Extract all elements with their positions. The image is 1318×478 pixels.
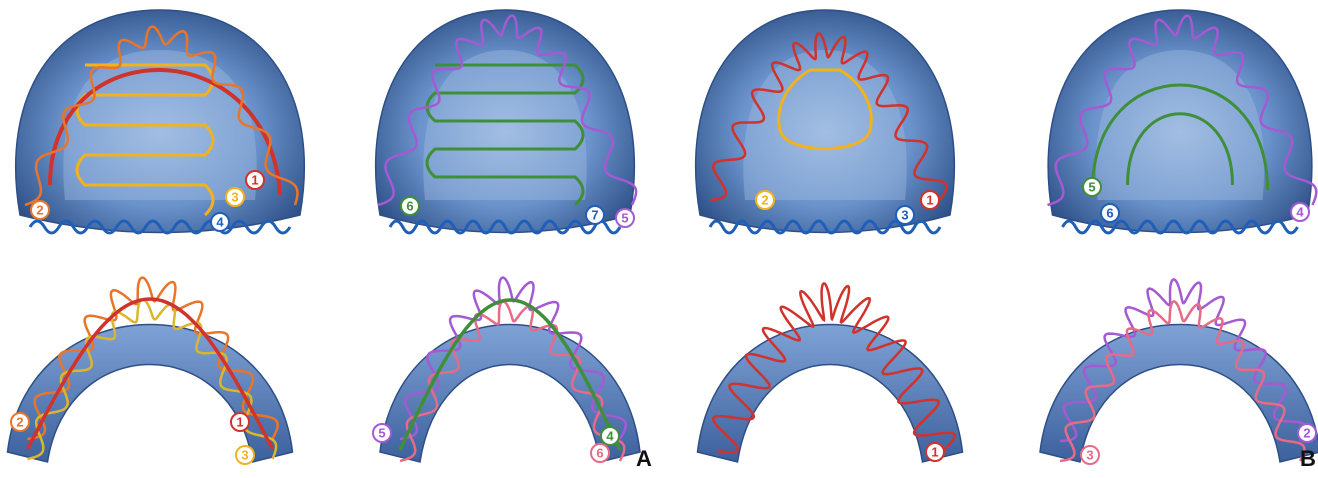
step-badge-number: 3 [901, 208, 908, 223]
panel-B-lower-1: 1 [698, 284, 963, 463]
panel-A-upper-1: 1 2 34 [16, 10, 305, 233]
step-badge: 3 [1081, 446, 1099, 464]
step-badge-number: 3 [241, 448, 248, 463]
step-badge-number: 5 [621, 211, 628, 226]
step-badge: 2 [756, 191, 774, 209]
step-badge-number: 2 [16, 415, 23, 430]
step-badge-number: 3 [231, 190, 238, 205]
step-badge: 5 [1083, 178, 1101, 196]
panel-label-a: A [636, 446, 652, 472]
panel-A-lower-1: 1 2 3 [8, 278, 293, 464]
step-badge-number: 5 [378, 426, 385, 441]
step-badge: 4 [1291, 203, 1309, 221]
panel-A-lower-2: 4 5 6 [373, 278, 640, 462]
step-badge-number: 6 [1106, 206, 1113, 221]
step-badge: 1 [231, 413, 249, 431]
panel-A-upper-2: 5 6 7 [376, 10, 636, 233]
step-badge-number: 4 [216, 215, 224, 230]
step-badge: 6 [591, 444, 609, 462]
step-badge-number: 3 [1086, 448, 1093, 463]
panel-B-upper-1: 1 2 3 [696, 10, 955, 233]
panel-B-lower-2: 23 [1040, 279, 1318, 464]
step-badge: 6 [1101, 204, 1119, 222]
step-badge: 6 [401, 197, 419, 215]
step-badge-number: 1 [931, 445, 938, 460]
step-badge-number: 2 [1303, 426, 1310, 441]
step-badge: 4 [601, 427, 619, 445]
step-badge-number: 6 [596, 446, 603, 461]
panel-label-b: B [1300, 446, 1316, 472]
step-badge-number: 2 [36, 203, 43, 218]
step-badge: 1 [246, 171, 264, 189]
step-badge-number: 7 [591, 208, 598, 223]
step-badge: 2 [11, 413, 29, 431]
step-badge-number: 1 [251, 173, 258, 188]
step-badge: 5 [373, 424, 391, 442]
step-badge: 3 [236, 446, 254, 464]
step-badge: 7 [586, 206, 604, 224]
step-badge: 2 [31, 201, 49, 219]
step-badge: 1 [921, 191, 939, 209]
step-badge-number: 5 [1088, 180, 1095, 195]
step-badge-number: 1 [236, 415, 243, 430]
panel-B-upper-2: 4 56 [1048, 10, 1317, 233]
lower-arch-model [698, 325, 963, 463]
lower-arch-model [1040, 325, 1318, 463]
step-badge-number: 2 [761, 193, 768, 208]
step-badge-number: 4 [1296, 205, 1304, 220]
step-badge-number: 6 [406, 199, 413, 214]
step-badge: 2 [1298, 424, 1316, 442]
step-badge: 4 [211, 213, 229, 231]
step-badge-number: 1 [926, 193, 933, 208]
step-badge-number: 4 [606, 429, 614, 444]
step-badge: 5 [616, 209, 634, 227]
step-badge: 3 [896, 206, 914, 224]
step-badge: 3 [226, 188, 244, 206]
step-badge: 1 [926, 443, 944, 461]
